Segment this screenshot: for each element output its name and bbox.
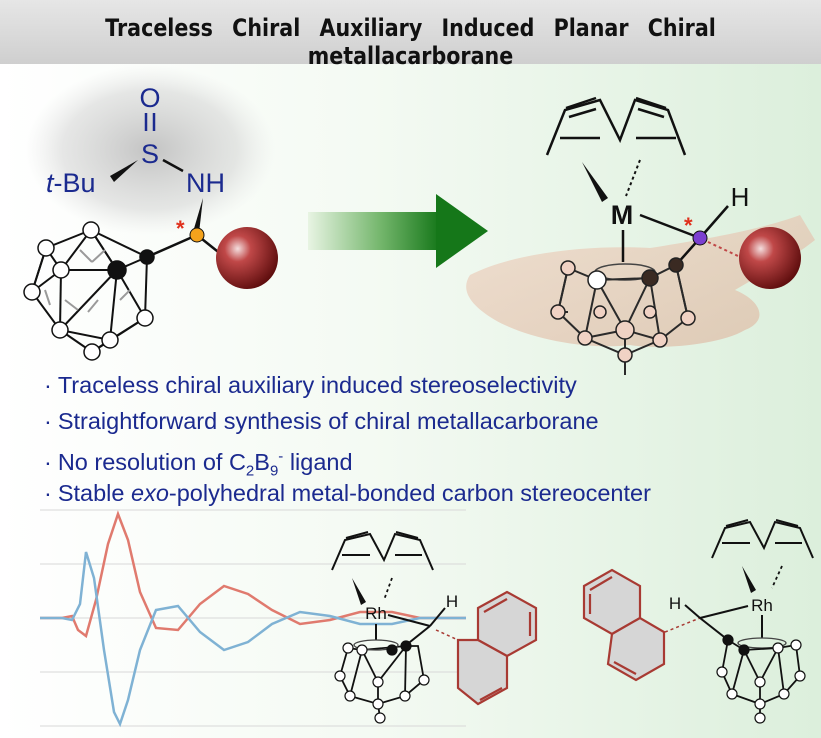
stereo-mark: * — [176, 216, 185, 241]
bullet-item: ·Traceless chiral auxiliary induced ster… — [44, 372, 577, 398]
bottom-left-rh-complex: Rh H — [331, 531, 538, 724]
reaction-arrow — [308, 194, 488, 268]
stereocenter-atom-right — [692, 230, 708, 246]
metal-label: M — [611, 200, 634, 230]
rh-label-left: Rh — [365, 604, 387, 623]
stereo-mark-right: * — [684, 213, 693, 238]
cd-curve-red-main — [40, 510, 466, 639]
title-banner: Traceless Chiral Auxiliary Induced Plana… — [0, 0, 821, 70]
sulfur-label: S — [141, 139, 159, 169]
bullet-item: ·Straightforward synthesis of chiral met… — [44, 408, 599, 434]
naphthalene-left — [456, 590, 538, 706]
auxiliary-highlight — [25, 65, 275, 235]
nh-label: NH — [186, 168, 225, 198]
oxygen-label: O — [139, 83, 160, 113]
diene-ligand — [545, 96, 687, 156]
tbu-label: t-Bu — [46, 168, 96, 198]
rh-label-right: Rh — [751, 596, 773, 615]
left-auxiliary-structure: O S t-Bu NH * — [23, 65, 278, 361]
bullet-item: ·Stable exo-polyhedral metal-bonded carb… — [44, 480, 651, 506]
hydrogen-label: H — [731, 182, 750, 212]
stereocenter-atom — [189, 227, 205, 243]
right-metallacarborane-structure: M H * — [466, 96, 815, 375]
bottom-right-rh-complex: H Rh — [582, 519, 814, 724]
feature-bullet-list: ·Traceless chiral auxiliary induced ster… — [44, 367, 651, 511]
h-label-right: H — [669, 594, 681, 613]
substituent-sphere — [216, 227, 278, 289]
h-label-left: H — [446, 592, 458, 611]
naphthalene-right — [582, 568, 666, 682]
banner-title: Traceless Chiral Auxiliary Induced Plana… — [105, 14, 716, 70]
cd-curve-blue — [40, 551, 466, 728]
substituent-sphere-right — [739, 227, 801, 289]
bullet-item: ·No resolution of C2B9- ligand — [44, 448, 353, 480]
cd-spectrum-plot — [40, 509, 466, 728]
